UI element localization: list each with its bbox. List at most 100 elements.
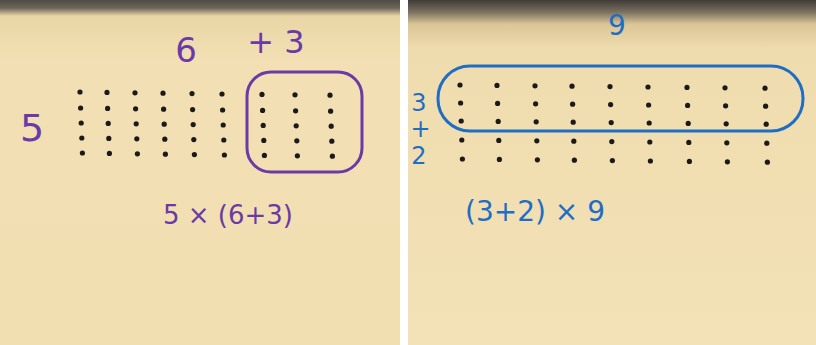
- array-dot: [162, 137, 167, 142]
- array-dot: [764, 122, 769, 127]
- array-dot: [457, 82, 462, 87]
- array-dot: [571, 120, 576, 125]
- expression: 5 × (6+3): [163, 202, 293, 228]
- array-dot: [532, 83, 537, 88]
- array-dot: [459, 137, 464, 142]
- array-dot: [647, 139, 652, 144]
- array-dot: [686, 140, 691, 145]
- array-dot: [327, 93, 332, 98]
- array-dot: [132, 90, 137, 95]
- array-dot: [724, 121, 729, 126]
- array-dot: [647, 120, 652, 125]
- array-dot: [162, 122, 167, 127]
- array-dot: [259, 92, 264, 97]
- array-dot: [221, 122, 226, 127]
- array-dot: [496, 138, 501, 143]
- array-dot: [330, 154, 335, 159]
- array-dot: [722, 85, 727, 90]
- array-dot: [648, 158, 653, 163]
- group-oval: [438, 66, 803, 131]
- array-dot: [293, 108, 298, 113]
- array-dot: [292, 92, 297, 97]
- array-dot: [496, 119, 501, 124]
- array-dot: [192, 152, 197, 157]
- array-dot: [329, 139, 334, 144]
- array-dot: [219, 91, 224, 96]
- array-dot: [329, 124, 334, 129]
- array-dot: [535, 157, 540, 162]
- array-dot: [725, 159, 730, 164]
- array-dot: [79, 135, 84, 140]
- array-dot: [294, 123, 299, 128]
- group-circle: [247, 72, 362, 172]
- array-dot: [686, 121, 691, 126]
- array-dot: [163, 152, 168, 157]
- array-dot: [161, 107, 166, 112]
- array-dot: [763, 104, 768, 109]
- array-dot: [764, 141, 769, 146]
- array-dot: [570, 102, 575, 107]
- array-dot: [460, 156, 465, 161]
- array-dot: [160, 91, 165, 96]
- array-dot: [262, 153, 267, 158]
- array-dot: [106, 136, 111, 141]
- array-dot: [685, 103, 690, 108]
- array-dot: [724, 140, 729, 145]
- expression: (3+2) × 9: [465, 198, 605, 226]
- array-dot: [295, 153, 300, 158]
- array-dot: [220, 107, 225, 112]
- array-dot: [78, 105, 83, 110]
- array-dot: [572, 158, 577, 163]
- array-dot: [458, 100, 463, 105]
- array-dot: [569, 84, 574, 89]
- array-dot: [190, 107, 195, 112]
- array-dot: [459, 118, 464, 123]
- array-dot: [189, 91, 194, 96]
- array-dot: [723, 103, 728, 108]
- array-dot: [134, 136, 139, 141]
- factor-stack: 3 + 2: [411, 90, 428, 169]
- factor-label: 6: [175, 33, 197, 67]
- factor-label: 9: [608, 12, 626, 40]
- array-dot: [79, 120, 84, 125]
- array-dot: [497, 157, 502, 162]
- array-dot: [494, 83, 499, 88]
- array-dot: [610, 158, 615, 163]
- array-dot: [105, 106, 110, 111]
- array-dot: [762, 86, 767, 91]
- array-dot: [260, 108, 265, 113]
- array-dot: [106, 121, 111, 126]
- array-dot: [133, 106, 138, 111]
- dot-array: [457, 82, 770, 164]
- array-dot: [221, 137, 226, 142]
- array-dot: [534, 138, 539, 143]
- dot-array: [77, 89, 335, 158]
- array-dot: [687, 159, 692, 164]
- array-dot: [609, 139, 614, 144]
- array-dot: [684, 85, 689, 90]
- array-dot: [135, 151, 140, 156]
- array-dot: [646, 102, 651, 107]
- array-dot: [495, 101, 500, 106]
- array-dot: [261, 123, 266, 128]
- photo-background: [408, 0, 816, 345]
- array-dot: [607, 84, 612, 89]
- array-dot: [134, 121, 139, 126]
- array-dot: [608, 102, 613, 107]
- array-dot: [328, 109, 333, 114]
- array-dot: [191, 137, 196, 142]
- array-dot: [534, 119, 539, 124]
- array-dot: [609, 120, 614, 125]
- factor-label: + 3: [247, 26, 304, 58]
- array-dot: [645, 84, 650, 89]
- array-dot: [261, 138, 266, 143]
- array-dot: [191, 122, 196, 127]
- array-dot: [765, 160, 770, 165]
- factor-label: 5: [20, 109, 44, 147]
- array-dot: [80, 150, 85, 155]
- array-dot: [571, 139, 576, 144]
- array-dot: [533, 101, 538, 106]
- array-dot: [294, 138, 299, 143]
- array-dot: [77, 89, 82, 94]
